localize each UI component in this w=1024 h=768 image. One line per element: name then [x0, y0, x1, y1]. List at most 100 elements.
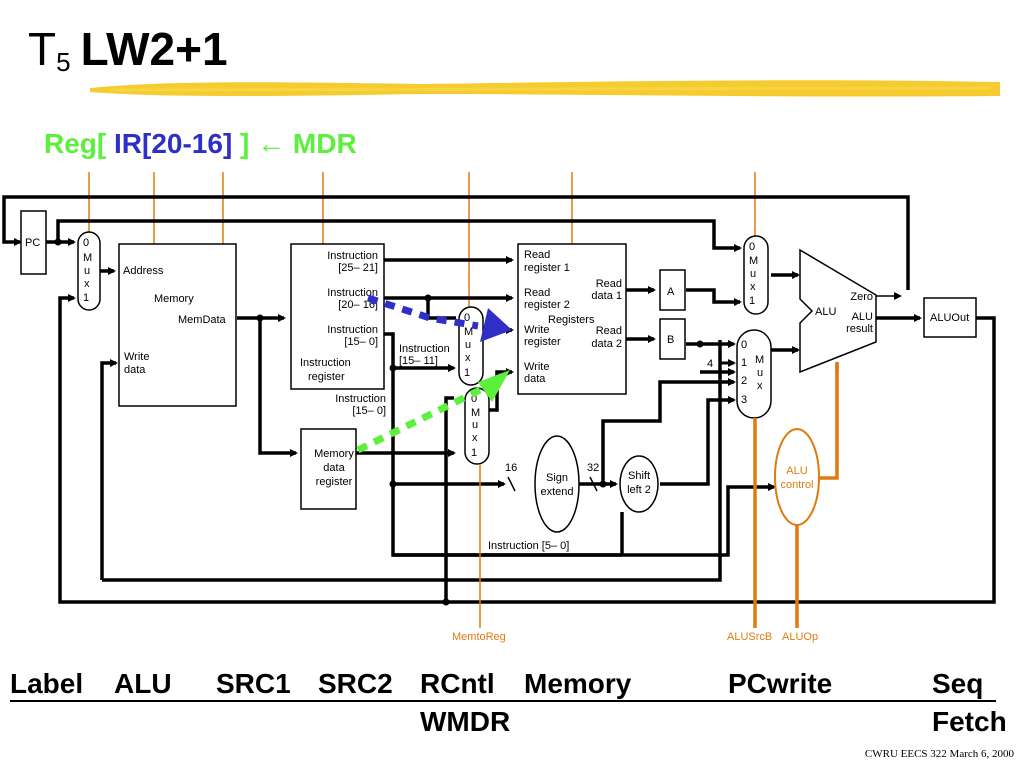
instruction-register	[290, 243, 385, 390]
register-file-labels: Read register 1 Read register 2 Write re…	[524, 249, 622, 385]
svg-text:Instruction: Instruction	[327, 250, 378, 262]
memory-address-label: Address	[123, 265, 164, 277]
ir-1511-label-1: Instruction	[399, 343, 450, 355]
mdr-label-2: data	[323, 462, 345, 474]
svg-text:Write: Write	[524, 361, 549, 373]
alu-control-label-1: ALU	[786, 465, 807, 477]
title-subscript: 5	[56, 47, 71, 77]
svg-text:M: M	[749, 255, 758, 267]
memory-block	[118, 243, 237, 407]
svg-text:0: 0	[83, 237, 89, 249]
svg-text:0: 0	[471, 393, 477, 405]
mux-alusrca	[743, 235, 769, 315]
bus-slash-16	[507, 476, 516, 492]
bus-slash-32	[589, 476, 598, 492]
cell-seq: Fetch	[932, 706, 1007, 737]
col-pcwrite: PCwrite	[728, 668, 833, 699]
svg-text:2: 2	[741, 375, 747, 387]
table-header-underline	[10, 700, 996, 702]
shift-left-2-unit	[619, 455, 659, 513]
rtl-mdr: ] ← MDR	[232, 128, 357, 159]
svg-text:1: 1	[83, 292, 89, 304]
svg-text:data 1: data 1	[591, 290, 622, 302]
title-prefix: T	[28, 23, 57, 75]
svg-text:u: u	[750, 268, 756, 280]
svg-text:data: data	[524, 373, 546, 385]
col-rcntl: RCntl	[420, 668, 495, 699]
rtl-reg: Reg[	[44, 128, 114, 159]
col-label: Label	[10, 668, 84, 699]
ir-field-labels: Instruction [25– 21] Instruction [20– 16…	[327, 250, 378, 348]
aluout-label: ALUOut	[930, 312, 969, 324]
mux-alusrca-labels: 0 M u x 1	[749, 241, 758, 307]
svg-text:Read: Read	[596, 325, 622, 337]
memory-write-label: Write	[124, 351, 149, 363]
memory-name-label: Memory	[154, 293, 194, 305]
svg-text:u: u	[757, 367, 763, 379]
instr-50-label: Instruction [5– 0]	[488, 540, 569, 552]
memory-data-label: data	[124, 364, 146, 376]
bits-32-label: 32	[587, 462, 599, 474]
pc-register	[20, 210, 47, 275]
alu-zero-label: Zero	[850, 291, 873, 303]
svg-text:Write: Write	[524, 324, 549, 336]
shift-label-2: left 2	[627, 484, 651, 496]
junction-dots	[54, 238, 704, 606]
highlight-path-green	[356, 370, 510, 454]
register-a	[659, 269, 686, 311]
alu-control-label-2: control	[780, 479, 813, 491]
svg-text:[25– 21]: [25– 21]	[338, 262, 378, 274]
svg-text:Instruction: Instruction	[327, 287, 378, 299]
cell-rcntl: WMDR	[420, 706, 511, 737]
ir-1511-label-2: [15– 11]	[399, 355, 438, 367]
ir-out-label-1: Instruction	[335, 393, 386, 405]
svg-text:Read: Read	[524, 249, 550, 261]
mdr-label-3: register	[316, 476, 353, 488]
sign-extend-label-2: extend	[540, 486, 573, 498]
bits-16-label: 16	[505, 462, 517, 474]
svg-text:Read: Read	[524, 287, 550, 299]
svg-text:u: u	[84, 265, 90, 277]
svg-text:register 2: register 2	[524, 299, 570, 311]
sign-extend-unit	[534, 435, 580, 533]
rtl-statement: Reg[ IR[20-16] ] ← MDR	[44, 128, 357, 160]
shift-label-1: Shift	[628, 470, 650, 482]
svg-text:x: x	[757, 380, 763, 392]
alu-result-label-2: result	[846, 323, 873, 335]
rtl-ir-field: IR[20-16]	[114, 128, 233, 159]
memory-memdata-label: MemData	[178, 314, 227, 326]
alu-result-label-1: ALU	[852, 311, 873, 323]
memtoreg-signal-label: MemtoReg	[452, 631, 506, 643]
alu	[799, 248, 877, 374]
svg-text:M: M	[83, 252, 92, 264]
svg-text:u: u	[472, 419, 478, 431]
svg-text:x: x	[472, 432, 478, 444]
ir-name-2: register	[308, 371, 345, 383]
aluout-register	[923, 297, 977, 338]
const-four-label: 4	[707, 358, 713, 370]
sign-extend-label-1: Sign	[546, 472, 568, 484]
mdr-label-1: Memory	[314, 448, 354, 460]
memory-data-register	[300, 428, 357, 510]
svg-text:M: M	[464, 326, 473, 338]
svg-text:data 2: data 2	[591, 338, 622, 350]
col-src2: SRC2	[318, 668, 393, 699]
svg-text:register: register	[524, 336, 561, 348]
ir-out-label-2: [15– 0]	[352, 405, 386, 417]
svg-text:x: x	[750, 281, 756, 293]
svg-text:u: u	[465, 339, 471, 351]
footer-text: CWRU EECS 322 March 6, 2000	[864, 748, 1014, 760]
svg-text:0: 0	[741, 339, 747, 351]
register-a-label: A	[667, 286, 675, 298]
col-src1: SRC1	[216, 668, 291, 699]
svg-text:M: M	[755, 354, 764, 366]
mux-regdst-labels: 0 M u x 1	[464, 312, 473, 379]
highlight-path-blue	[366, 294, 512, 342]
alu-name-label: ALU	[815, 306, 836, 318]
mux-iord-labels: 0 M u x 1	[83, 237, 92, 304]
mux-memtoreg-labels: 0 M u x 1	[471, 393, 480, 459]
svg-text:0: 0	[749, 241, 755, 253]
mux-alusrcb-labels: 0 1 2 3 M u x	[741, 339, 764, 406]
svg-text:Read: Read	[596, 278, 622, 290]
